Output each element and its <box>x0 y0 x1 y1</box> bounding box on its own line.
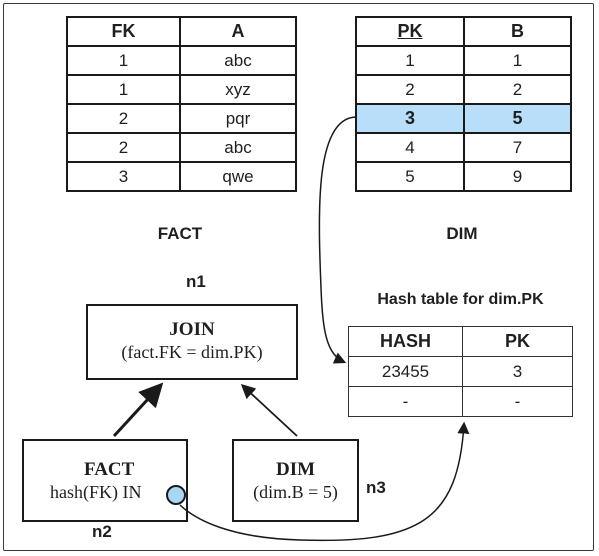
fact-table-cell: 3 <box>66 161 181 192</box>
fact-table-cell: xyz <box>179 74 297 105</box>
diagram-frame <box>3 3 594 551</box>
fact-table-header-row: FK A <box>66 16 297 47</box>
dim-table-cell: 5 <box>355 161 465 192</box>
hash-table-header-hash: HASH <box>348 326 463 357</box>
fact-table-cell: 1 <box>66 74 181 105</box>
dim-table-row: 1 1 <box>355 45 572 76</box>
fact-table-row: 1 xyz <box>66 74 297 105</box>
fact-table-cell: abc <box>179 45 297 76</box>
dim-table-cell: 9 <box>463 161 572 192</box>
hash-table-row: 23455 3 <box>348 356 573 387</box>
dim-table-row: 2 2 <box>355 74 572 105</box>
fact-node-id: n2 <box>92 522 112 541</box>
dim-table-cell: 7 <box>463 132 572 163</box>
join-node-title: JOIN <box>169 319 215 340</box>
hash-table-header-pk: PK <box>462 326 573 357</box>
join-node-condition: (fact.FK = dim.PK) <box>121 342 263 362</box>
join-node: JOIN (fact.FK = dim.PK) <box>86 304 298 380</box>
dim-table-row: 4 7 <box>355 132 572 163</box>
join-node-id: n1 <box>186 272 206 291</box>
fact-table-row: 1 abc <box>66 45 297 76</box>
fact-scan-node: FACT hash(FK) IN <box>22 439 188 522</box>
fact-table-cell: qwe <box>179 161 297 192</box>
hash-table-cell: - <box>348 386 463 417</box>
fact-table-cell: abc <box>179 132 297 163</box>
fact-table-cell: 2 <box>66 103 181 134</box>
fact-table-header-fk: FK <box>66 16 181 47</box>
fact-table: FK A 1 abc 1 xyz 2 pqr 2 abc 3 qwe <box>66 16 297 192</box>
dim-table-cell: 2 <box>463 74 572 105</box>
hash-table-cell: - <box>462 386 573 417</box>
hash-table: HASH PK 23455 3 - - <box>348 326 573 417</box>
dim-table-header-b: B <box>463 16 572 47</box>
dim-scan-node-title: DIM <box>275 459 316 480</box>
fact-table-cell: pqr <box>179 103 297 134</box>
dim-table-cell: 1 <box>355 45 465 76</box>
fact-table-row: 2 pqr <box>66 103 297 134</box>
dim-scan-node-filter: (dim.B = 5) <box>253 482 338 502</box>
fact-table-cell: 2 <box>66 132 181 163</box>
fact-scan-node-title: FACT <box>84 459 135 480</box>
hash-table-row: - - <box>348 386 573 417</box>
dim-table-row: 5 9 <box>355 161 572 192</box>
fact-table-header-a: A <box>179 16 297 47</box>
dim-table-header-pk: PK <box>355 16 465 47</box>
dim-table-cell: 1 <box>463 45 572 76</box>
dim-table-caption: DIM <box>446 224 478 243</box>
dim-table-cell: 4 <box>355 132 465 163</box>
primary-key-label: PK <box>397 21 423 41</box>
dim-scan-node: DIM (dim.B = 5) <box>232 439 359 522</box>
fact-table-row: 2 abc <box>66 132 297 163</box>
dim-table-cell: 2 <box>355 74 465 105</box>
dim-table: PK B 1 1 2 2 3 5 4 7 5 9 <box>355 16 572 192</box>
fact-table-caption: FACT <box>157 224 203 243</box>
fact-table-row: 3 qwe <box>66 161 297 192</box>
hash-table-cell: 23455 <box>348 356 463 387</box>
hash-table-caption: Hash table for dim.PK <box>377 291 544 308</box>
hash-table-header-row: HASH PK <box>348 326 573 357</box>
probe-dot-icon <box>166 485 186 505</box>
fact-scan-node-filter: hash(FK) IN <box>50 482 142 502</box>
dim-table-cell: 3 <box>355 103 465 134</box>
dim-table-row-highlighted: 3 5 <box>355 103 572 134</box>
dim-table-header-row: PK B <box>355 16 572 47</box>
dim-node-id: n3 <box>366 478 386 497</box>
fact-table-cell: 1 <box>66 45 181 76</box>
dim-table-cell: 5 <box>463 103 572 134</box>
hash-table-cell: 3 <box>462 356 573 387</box>
